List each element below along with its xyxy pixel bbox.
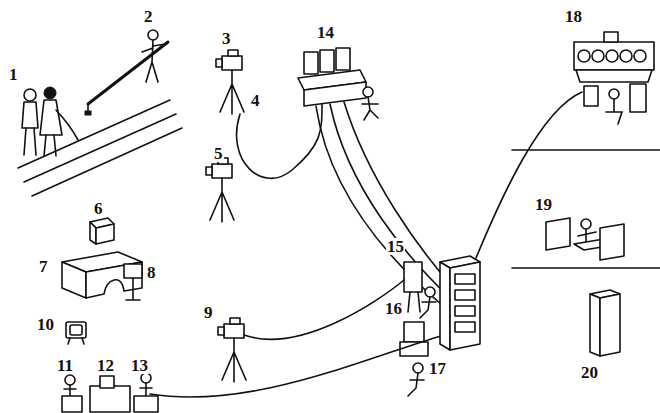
control-desk [298,48,378,120]
callout-number: 19 [534,196,553,213]
callout-number: 10 [36,316,55,333]
vtr-rack [404,262,436,318]
room-dividers [512,150,660,268]
callout-number: 8 [146,264,157,281]
callout-number: 1 [8,66,19,83]
camera9-cable [244,280,404,339]
callout-number: 5 [213,145,224,162]
callout-number: 11 [56,357,74,374]
actors [22,87,78,156]
set-floor-lines [18,100,182,196]
callout-number: 2 [143,8,154,25]
presenter-cable [150,335,444,397]
tv-set [66,322,86,344]
callout-number: 9 [203,304,214,321]
boom-operator [85,30,168,115]
equipment-cabinet [590,290,620,356]
callout-number: 4 [250,92,261,109]
callout-number: 20 [580,364,599,381]
callout-number: 18 [564,8,583,25]
presenter-desks [62,373,158,412]
central-rack [440,256,480,350]
gallery-console [574,32,654,124]
callout-number: 14 [316,24,335,41]
camera-5 [206,158,234,222]
camera-3 [216,50,244,114]
set-piece [62,252,142,298]
callout-number: 3 [221,30,232,47]
camera-9 [218,318,246,382]
callout-number: 7 [38,258,49,275]
callout-number: 16 [384,300,403,317]
callout-number: 15 [386,238,405,255]
floor-monitor [90,218,114,244]
audio-console [400,322,428,396]
callout-number: 6 [93,200,104,217]
desk-cables [316,102,452,310]
callout-number: 13 [130,357,149,374]
announcer-booth [546,218,624,260]
control-room-cable [476,92,582,258]
callout-number: 17 [428,360,447,377]
camera-cable [237,104,322,178]
prompter [124,264,142,300]
callout-number: 12 [96,357,115,374]
